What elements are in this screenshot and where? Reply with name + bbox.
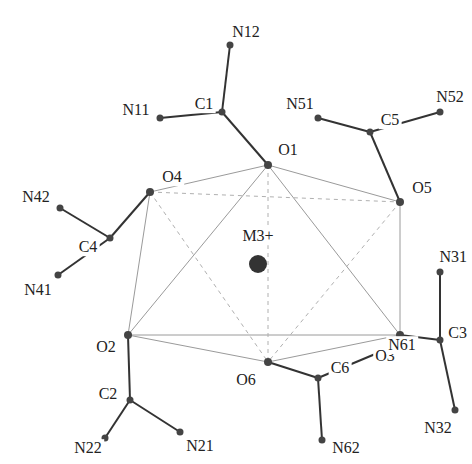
atom-label: N11 — [121, 101, 152, 119]
atom-label: C3 — [446, 324, 469, 342]
atom-label: C1 — [193, 95, 216, 113]
atom-label: N62 — [330, 439, 362, 457]
atom-label: N61 — [386, 336, 418, 354]
atom-label: C4 — [77, 238, 100, 256]
atom-label: O2 — [94, 338, 118, 356]
atom-label: N31 — [437, 248, 469, 266]
atom-label: O1 — [276, 141, 300, 159]
atom-label: N22 — [72, 439, 104, 457]
atom-label: M3+ — [240, 227, 275, 245]
atom-label: N12 — [230, 23, 262, 41]
atom-label: O6 — [234, 371, 258, 389]
atom-label: C6 — [329, 359, 352, 377]
atom-label: C2 — [97, 385, 120, 403]
atom-label: N32 — [422, 419, 454, 437]
atom-label: O4 — [160, 168, 184, 186]
atom-label: N21 — [184, 437, 216, 455]
atom-label: O5 — [410, 179, 434, 197]
atom-label: N52 — [434, 88, 466, 106]
atom-label: C5 — [379, 111, 402, 129]
atom-label: N42 — [20, 188, 52, 206]
atom-label: N41 — [22, 281, 54, 299]
atom-label: N51 — [284, 95, 316, 113]
